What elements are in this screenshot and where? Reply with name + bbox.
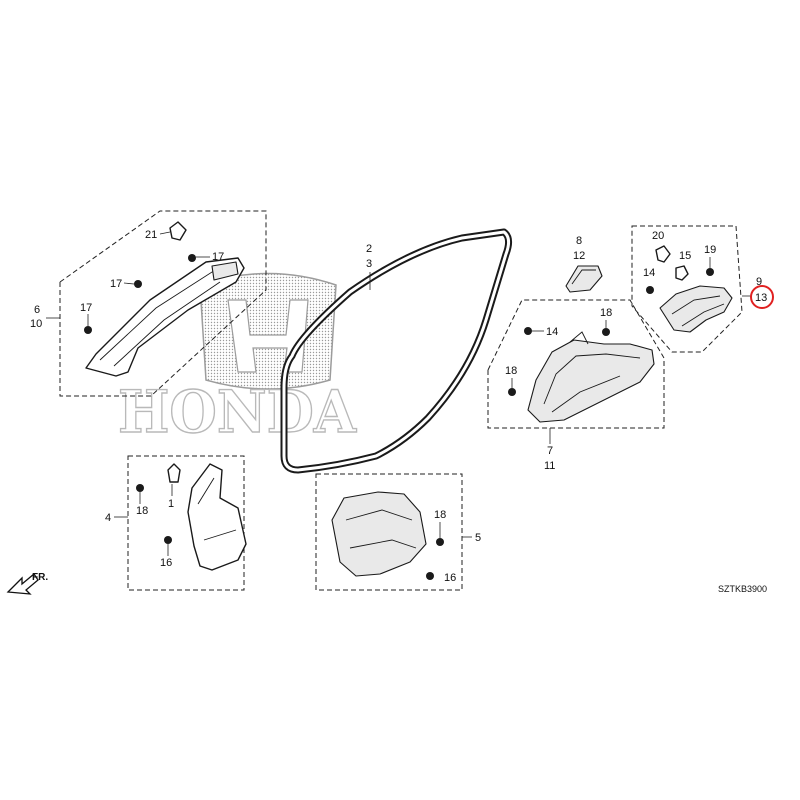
callout-6: 6 [34,304,40,316]
callout-4: 4 [105,512,111,524]
clip-17-top [188,254,196,262]
callout-18-a: 18 [600,307,612,319]
clip-19 [706,268,714,276]
callout-9: 9 [756,276,762,288]
quarter-garnish-small [565,265,603,293]
callout-17-c: 17 [80,302,92,314]
callout-14-a: 14 [643,267,655,279]
callout-17-a: 17 [212,251,224,263]
clip-14-lining [524,327,532,335]
rear-pillar-group: 20 15 19 14 9 13 [631,225,774,353]
front-side-trim-group: 1 18 16 4 [105,455,247,591]
callout-20: 20 [652,230,664,242]
kick-panel [331,491,427,577]
front-pillar-group: 21 17 17 17 6 10 [30,210,267,397]
clip-20 [655,245,671,263]
front-pillar-dashed-box [59,210,267,397]
callout-18-c: 18 [136,505,148,517]
garnish-8-12-group: 8 12 [565,235,603,293]
front-label: FR. [32,572,48,583]
front-side-trim [187,463,247,571]
clip-18-kick [436,538,444,546]
clip-14-pillar [646,286,654,294]
kick-panel-dashed-box [315,473,463,591]
highlight-ring-13 [750,285,774,309]
callout-17-b: 17 [110,278,122,290]
clip-17-mid [134,280,142,288]
callout-10: 10 [30,318,42,330]
side-lining-panel [527,339,655,423]
honda-logo-watermark: HONDA [117,272,358,447]
callout-14-b: 14 [546,326,558,338]
callout-13: 13 [755,292,767,304]
callout-16-b: 16 [444,572,456,584]
clip-15 [675,265,689,281]
clip-21 [169,221,187,241]
clip-16-trim [164,536,172,544]
callout-18-d: 18 [434,509,446,521]
diagram-code: SZTKB3900 [718,584,767,594]
rear-pillar-garnish [659,285,733,333]
front-direction-indicator: FR. [6,572,48,595]
callout-19: 19 [704,244,716,256]
callout-12: 12 [573,250,585,262]
side-lining-dashed-box [487,299,665,429]
kick-panel-group: 18 16 5 [315,473,481,591]
callout-21: 21 [145,229,157,241]
callout-18-b: 18 [505,365,517,377]
front-pillar-garnish [85,257,245,377]
clip-17-left [84,326,92,334]
weatherstrip-group: 2 3 [280,228,513,474]
honda-wordmark: HONDA [118,378,357,446]
callout-1: 1 [168,498,174,510]
callout-11: 11 [544,460,555,472]
clip-16-kick [426,572,434,580]
callout-16-a: 16 [160,557,172,569]
clip-1 [167,463,181,483]
callout-8: 8 [576,235,582,247]
callout-7: 7 [547,445,553,457]
clip-18-lining-top [602,328,610,336]
clip-18-lining-left [508,388,516,396]
rear-pillar-dashed-box [631,225,743,353]
clip-18-trim [136,484,144,492]
front-arrow-icon [6,573,39,595]
callout-2: 2 [366,243,372,255]
side-lining-group: 14 18 18 7 11 [487,299,665,472]
front-side-trim-dashed-box [127,455,245,591]
callout-3: 3 [366,258,372,270]
callout-15: 15 [679,250,691,262]
callout-5: 5 [475,532,481,544]
